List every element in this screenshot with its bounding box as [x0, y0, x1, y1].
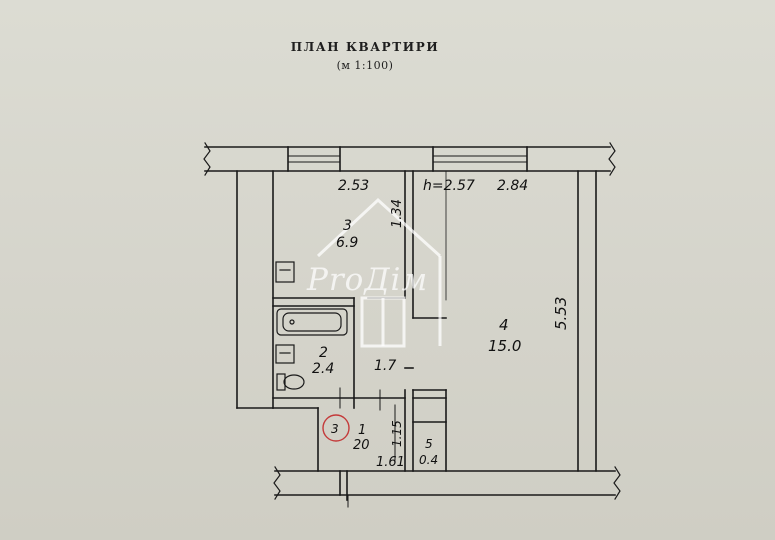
kitchen-window: [287, 146, 341, 172]
watermark-logo: [316, 197, 442, 348]
room-1-number: 1: [358, 423, 366, 438]
inventory-marker: [322, 414, 350, 442]
room-window: [432, 146, 528, 172]
kitchen-fixtures: [275, 261, 295, 283]
left-wall: [236, 170, 274, 409]
hall-width-label: 1.61: [376, 455, 405, 470]
corridor-width-label: 1.7: [374, 358, 396, 374]
dimension-ticks: [339, 387, 396, 461]
room-5-area: 0.4: [419, 453, 438, 467]
marker-number: 3: [331, 422, 339, 436]
room-width-label: 2.84: [497, 178, 528, 194]
room-2-area: 2.4: [312, 361, 334, 377]
top-wall: [203, 142, 616, 176]
ceiling-height-label: h=2.57: [423, 178, 475, 194]
room-4-number: 4: [499, 316, 509, 334]
bathroom-walls: [272, 297, 447, 472]
watermark-brand: ProДiм: [307, 262, 429, 298]
toilet: [276, 373, 305, 391]
room-1-area: 20: [353, 438, 370, 453]
hall-depth-label: 1.15: [390, 420, 404, 447]
right-wall: [577, 170, 597, 472]
plan-header: ПЛАН КВАРТИРИ (м 1:100): [240, 40, 490, 72]
bathtub: [276, 308, 348, 336]
room-length-label: 5.53: [552, 297, 570, 330]
room-2-number: 2: [319, 345, 328, 361]
room-3-number: 3: [343, 218, 352, 234]
room-4-area: 15.0: [488, 337, 521, 355]
room-3-area: 6.9: [336, 235, 358, 251]
bottom-wall: [273, 466, 621, 500]
plan-title: ПЛАН КВАРТИРИ: [290, 40, 440, 54]
sink: [275, 344, 295, 364]
plan-scale: (м 1:100): [336, 59, 394, 72]
kitchen-width-label: 2.53: [338, 178, 369, 194]
room-5-number: 5: [425, 437, 433, 451]
entrance-door: [339, 470, 349, 508]
kitchen-walls: [272, 170, 414, 319]
kitchen-depth-label: 1.34: [390, 199, 405, 228]
